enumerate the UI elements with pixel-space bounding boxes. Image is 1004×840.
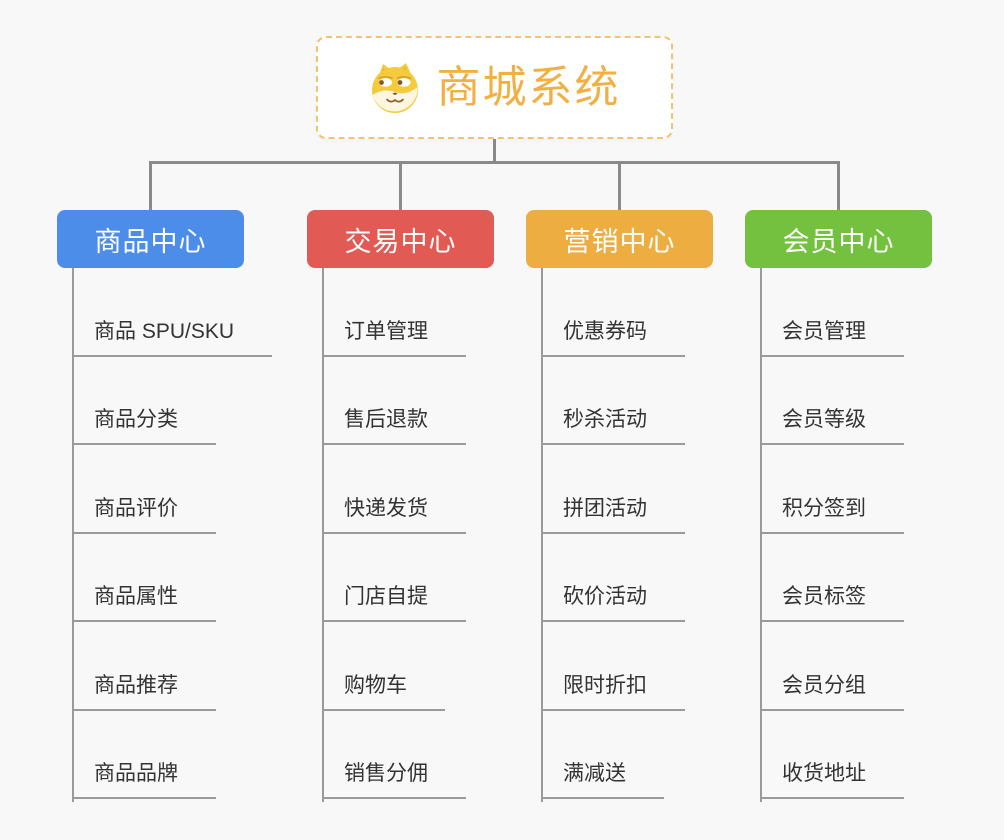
connector-drop-branch-0 bbox=[149, 161, 152, 210]
leaf-node[interactable]: 订单管理 bbox=[322, 319, 466, 357]
connector-drop-branch-1 bbox=[399, 161, 402, 210]
leaf-node[interactable]: 会员管理 bbox=[760, 319, 904, 357]
branch-label: 营销中心 bbox=[563, 226, 676, 257]
branch-column-product: 商品中心 商品 SPU/SKU 商品分类 商品评价 商品属性 商品推荐 商品品牌 bbox=[57, 210, 307, 810]
leaf-node[interactable]: 拼团活动 bbox=[541, 496, 685, 534]
connector-drop-branch-3 bbox=[837, 161, 840, 210]
leaf-node[interactable]: 购物车 bbox=[322, 673, 445, 711]
leaf-node[interactable]: 商品品牌 bbox=[72, 761, 216, 799]
leaf-node[interactable]: 会员等级 bbox=[760, 407, 904, 445]
leaf-node[interactable]: 积分签到 bbox=[760, 496, 904, 534]
leaf-node[interactable]: 门店自提 bbox=[322, 584, 466, 622]
leaf-node[interactable]: 会员标签 bbox=[760, 584, 904, 622]
leaf-node[interactable]: 秒杀活动 bbox=[541, 407, 685, 445]
branch-node-product-center[interactable]: 商品中心 bbox=[57, 210, 244, 268]
branch-trunk-line bbox=[760, 268, 762, 802]
leaf-node[interactable]: 商品属性 bbox=[72, 584, 216, 622]
leaf-node[interactable]: 销售分佣 bbox=[322, 761, 466, 799]
branch-column-trade: 交易中心 订单管理 售后退款 快递发货 门店自提 购物车 销售分佣 bbox=[307, 210, 557, 810]
branch-column-marketing: 营销中心 优惠券码 秒杀活动 拼团活动 砍价活动 限时折扣 满减送 bbox=[526, 210, 776, 810]
leaf-node[interactable]: 收货地址 bbox=[760, 761, 904, 799]
branch-label: 交易中心 bbox=[344, 226, 457, 257]
doge-face-icon bbox=[371, 62, 418, 113]
branch-column-member: 会员中心 会员管理 会员等级 积分签到 会员标签 会员分组 收货地址 bbox=[745, 210, 995, 810]
leaf-node[interactable]: 满减送 bbox=[541, 761, 664, 799]
leaf-node[interactable]: 优惠券码 bbox=[541, 319, 685, 357]
leaf-node[interactable]: 快递发货 bbox=[322, 496, 466, 534]
branch-node-member-center[interactable]: 会员中心 bbox=[745, 210, 932, 268]
leaf-node[interactable]: 商品 SPU/SKU bbox=[72, 319, 273, 357]
branch-node-marketing-center[interactable]: 营销中心 bbox=[526, 210, 713, 268]
branch-trunk-line bbox=[541, 268, 543, 802]
connector-drop-branch-2 bbox=[618, 161, 621, 210]
root-title: 商城系统 bbox=[436, 62, 621, 112]
leaf-node[interactable]: 商品评价 bbox=[72, 496, 216, 534]
connector-horizontal-bus bbox=[149, 161, 840, 164]
branch-trunk-line bbox=[322, 268, 324, 802]
root-node-mall-system[interactable]: 商城系统 bbox=[316, 36, 673, 139]
connector-root-stem bbox=[493, 139, 496, 164]
branch-trunk-line bbox=[72, 268, 74, 802]
branch-label: 会员中心 bbox=[782, 226, 895, 257]
branch-label: 商品中心 bbox=[94, 226, 207, 257]
leaf-node[interactable]: 商品分类 bbox=[72, 407, 216, 445]
leaf-node[interactable]: 商品推荐 bbox=[72, 673, 216, 711]
leaf-node[interactable]: 限时折扣 bbox=[541, 673, 685, 711]
leaf-node[interactable]: 会员分组 bbox=[760, 673, 904, 711]
leaf-node[interactable]: 砍价活动 bbox=[541, 584, 685, 622]
branch-node-trade-center[interactable]: 交易中心 bbox=[307, 210, 494, 268]
leaf-node[interactable]: 售后退款 bbox=[322, 407, 466, 445]
